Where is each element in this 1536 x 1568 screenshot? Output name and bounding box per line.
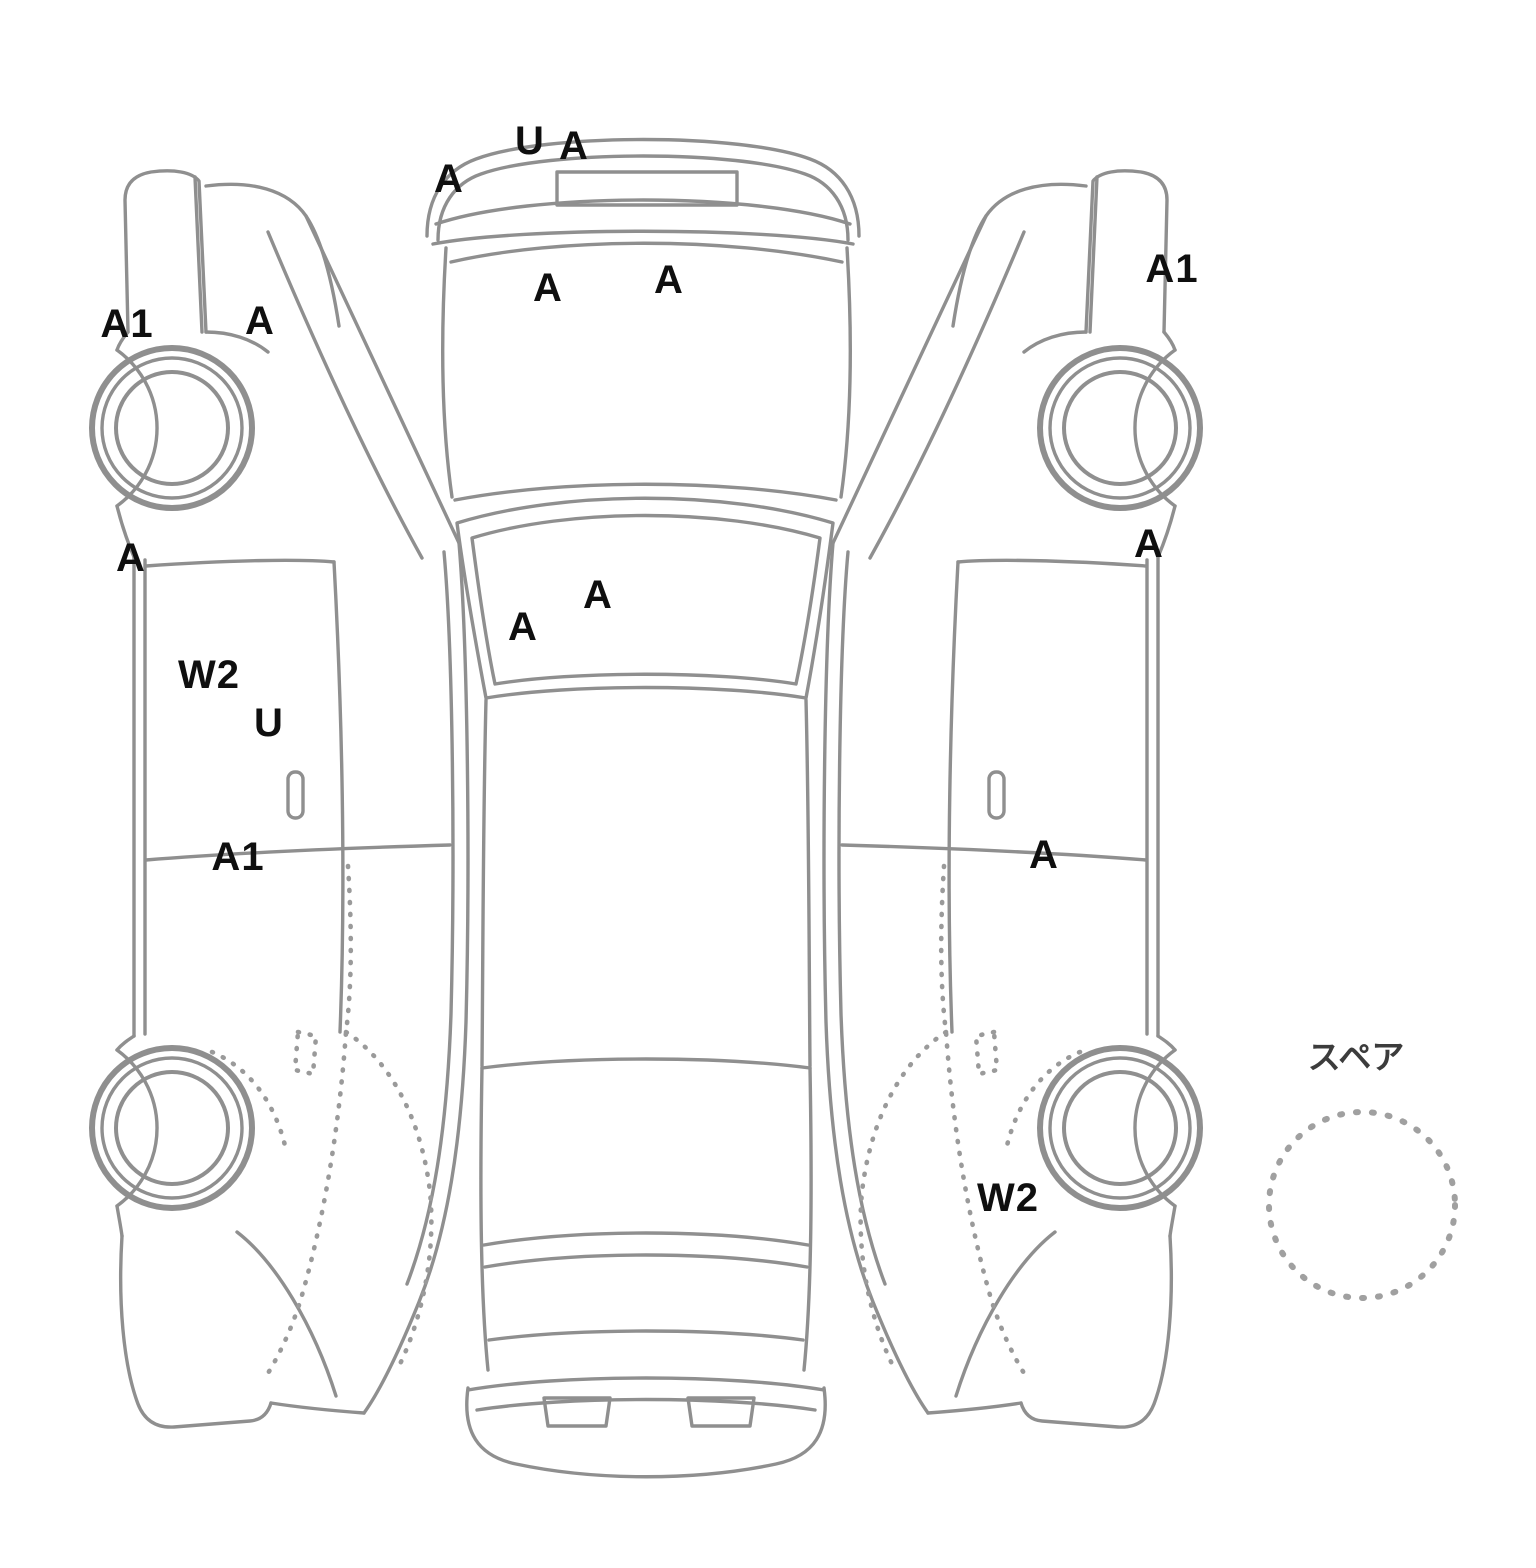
damage-code-label-6: A [245, 299, 275, 343]
damage-code-label-3: A [533, 266, 563, 310]
damage-code-label-12: W2 [178, 653, 240, 697]
damage-code-label-9: A [1134, 522, 1164, 566]
car-left-side-view [89, 169, 470, 1429]
damage-code-label-15: A [1029, 833, 1059, 877]
damage-code-label-10: A [583, 573, 613, 617]
car-top-view [425, 137, 861, 1479]
damage-code-label-14: A1 [211, 835, 265, 879]
damage-code-label-5: A1 [100, 302, 154, 346]
damage-code-label-4: A [654, 258, 684, 302]
damage-code-label-1: A [559, 124, 589, 168]
spare-tire [1266, 1109, 1458, 1301]
damage-code-label-0: U [515, 119, 545, 163]
damage-code-label-13: U [254, 701, 284, 745]
damage-code-label-11: A [508, 605, 538, 649]
damage-code-label-2: A [434, 157, 464, 201]
damage-code-label-16: W2 [977, 1176, 1039, 1220]
spare-tire-label: スペア [1307, 1038, 1405, 1076]
damage-code-label-7: A1 [1145, 247, 1199, 291]
damage-code-label-8: A [116, 536, 146, 580]
